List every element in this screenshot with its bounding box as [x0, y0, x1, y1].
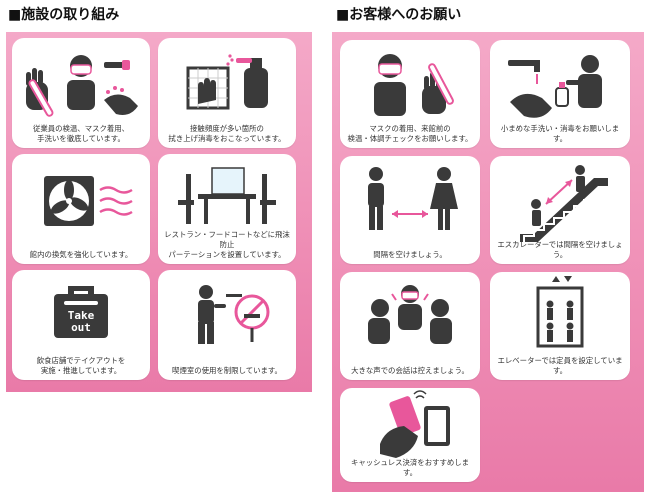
facility-caption-smoking: 喫煙室の使用を制限しています。 — [172, 366, 282, 375]
facility-measures-panel: 従業員の検温、マスク着用、手洗いを徹底しています。 接触頻度が多い箇所の拭き上げ… — [6, 32, 312, 392]
handwash-icon — [508, 55, 602, 118]
takeout-bag-icon — [54, 286, 108, 338]
customer-card-mask-temp: マスクの着用、来館前の検温・体調チェックをお願いします。 — [340, 40, 480, 148]
partition-table-icon — [178, 167, 276, 224]
no-smoking-icon — [198, 285, 270, 344]
facility-card-smoking: 喫煙室の使用を制限しています。 — [158, 270, 296, 380]
customer-requests-title: ■お客様へのお願い — [336, 7, 462, 23]
mask-thermometer-icon — [374, 54, 454, 116]
facility-caption-staff-hygiene: 従業員の検温、マスク着用、手洗いを徹底しています。 — [32, 124, 130, 143]
facility-caption-takeout: 飲食店舗でテイクアウトを実施・推進しています。 — [36, 356, 126, 375]
ventilation-fan-icon — [44, 176, 133, 226]
elevator-capacity-icon — [536, 276, 584, 348]
customer-caption-handwash: 小まめな手洗い・消毒をお願いします。 — [500, 124, 620, 143]
disinfect-wipe-icon — [186, 54, 268, 110]
customer-card-elevator: エレベーターでは定員を設定しています。 — [490, 272, 630, 380]
customer-caption-escalator: エスカレーターでは間隔を空けましょう。 — [497, 240, 623, 259]
facility-card-disinfect: 接触頻度が多い箇所の拭き上げ消毒をおこなっています。 — [158, 38, 296, 148]
customer-caption-conversation: 大きな声での会話は控えましょう。 — [351, 366, 469, 375]
facility-measures-title: ■施設の取り組み — [8, 7, 120, 23]
customer-caption-cashless: キャッシュレス決済をおすすめします。 — [350, 458, 470, 477]
facility-caption-ventilation: 館内の換気を強化しています。 — [29, 250, 133, 259]
social-distance-icon — [368, 167, 458, 230]
customer-card-escalator: エスカレーターでは間隔を空けましょう。 — [490, 156, 630, 264]
customer-caption-distance: 間隔を空けましょう。 — [373, 250, 447, 259]
customer-card-conversation: 大きな声での会話は控えましょう。 — [340, 272, 480, 380]
quiet-conversation-icon — [368, 285, 452, 344]
cashless-payment-icon — [380, 390, 450, 458]
staff-hygiene-icon — [26, 55, 138, 117]
customer-caption-elevator: エレベーターでは定員を設定しています。 — [497, 356, 623, 375]
facility-card-partition: レストラン・フードコートなどに飛沫防止パーテーションを設置しています。 — [158, 154, 296, 264]
customer-card-distance: 間隔を空けましょう。 — [340, 156, 480, 264]
facility-card-staff-hygiene: 従業員の検温、マスク着用、手洗いを徹底しています。 — [12, 38, 150, 148]
escalator-icon — [520, 165, 608, 242]
facility-card-ventilation: 館内の換気を強化しています。 — [12, 154, 150, 264]
customer-requests-panel: マスクの着用、来館前の検温・体調チェックをお願いします。 小まめな手洗い・消毒を… — [332, 32, 644, 492]
customer-card-handwash: 小まめな手洗い・消毒をお願いします。 — [490, 40, 630, 148]
facility-caption-disinfect: 接触頻度が多い箇所の拭き上げ消毒をおこなっています。 — [168, 124, 286, 143]
customer-card-cashless: キャッシュレス決済をおすすめします。 — [340, 388, 480, 482]
customer-caption-mask-temp: マスクの着用、来館前の検温・体調チェックをお願いします。 — [347, 124, 473, 143]
facility-caption-partition: レストラン・フードコートなどに飛沫防止パーテーションを設置しています。 — [164, 230, 290, 259]
